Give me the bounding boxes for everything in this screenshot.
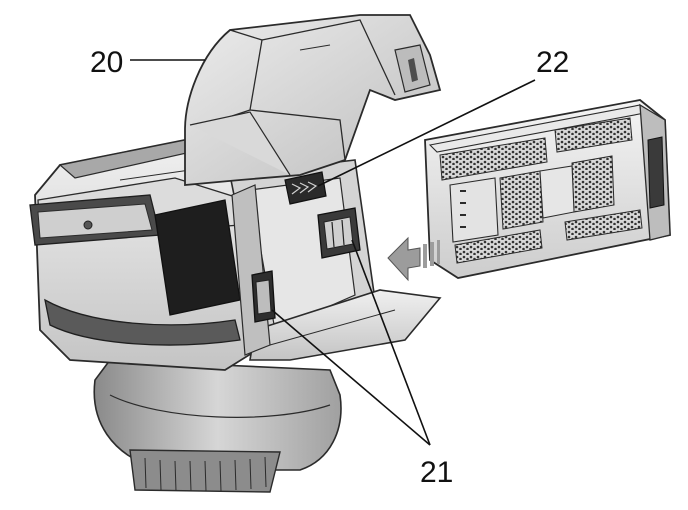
leader-line-22: [317, 79, 536, 187]
battery-pack: [424, 99, 671, 279]
leader-line-21-b: [351, 239, 431, 446]
insertion-arrow: [387, 236, 440, 282]
terminal-slot-lower: [251, 270, 276, 323]
latch: [284, 171, 327, 205]
callout-21: 21: [420, 456, 453, 489]
hood-cover: [184, 14, 442, 186]
leader-lines: [130, 59, 536, 446]
base-turret: [93, 359, 342, 493]
callout-20: 20: [90, 46, 123, 79]
callout-22: 22: [536, 46, 569, 79]
leader-line-21-a: [271, 309, 431, 446]
terminal-slot-upper: [317, 207, 361, 259]
